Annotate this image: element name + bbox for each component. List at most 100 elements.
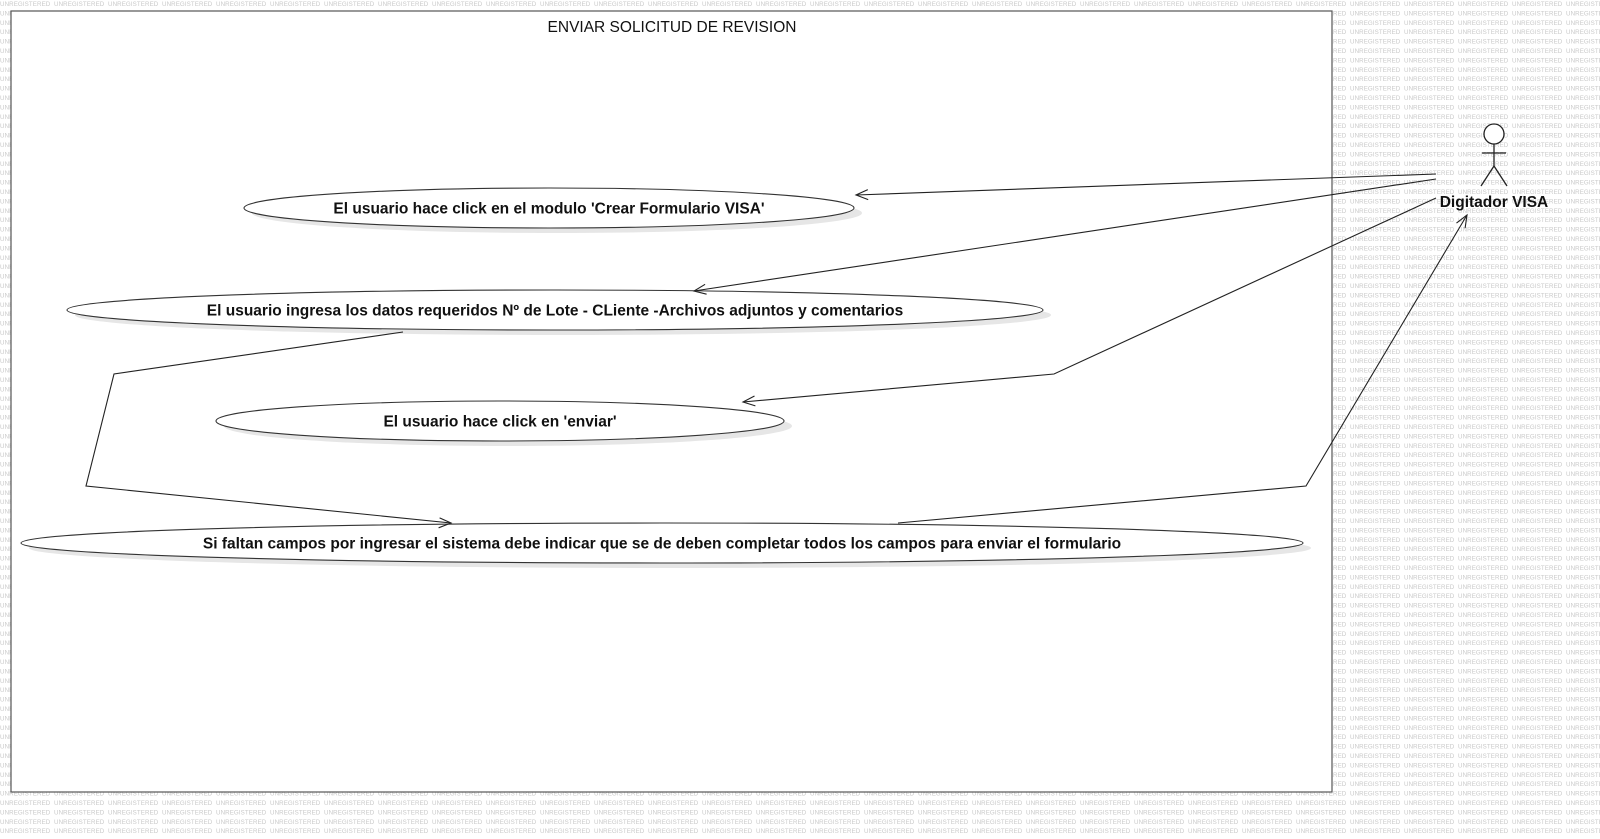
- association-actor-to-uc1[interactable]: [854, 173, 1437, 201]
- watermark-text: UNREGISTERED: [1512, 593, 1563, 600]
- watermark-text: UNREGISTERED: [1512, 170, 1563, 177]
- watermark-text: UNREGISTERED: [1404, 490, 1455, 497]
- association-uc4-to-actor[interactable]: [897, 213, 1468, 524]
- watermark-text: UNREGISTERED: [1566, 546, 1600, 553]
- watermark-text: UNREGISTERED: [270, 809, 321, 816]
- watermark-text: UNREGISTERED: [1566, 650, 1600, 657]
- watermark-text: UNREGISTERED: [1404, 396, 1455, 403]
- system-boundary[interactable]: [10, 10, 1333, 793]
- watermark-text: UNREGISTERED: [1404, 311, 1455, 318]
- watermark-text: UNREGISTERED: [1512, 20, 1563, 27]
- watermark-text: UNREGISTERED: [1350, 819, 1401, 826]
- watermark-text: UNREGISTERED: [324, 819, 375, 826]
- watermark-text: UNREGISTERED: [810, 809, 861, 816]
- watermark-text: UNREGISTERED: [1350, 668, 1401, 675]
- watermark-text: UNREGISTERED: [1512, 349, 1563, 356]
- watermark-text: UNREGISTERED: [1458, 1, 1509, 8]
- watermark-text: UNREGISTERED: [1350, 424, 1401, 431]
- watermark-text: UNREGISTERED: [1350, 734, 1401, 741]
- watermark-text: UNREGISTERED: [1350, 640, 1401, 647]
- watermark-text: UNREGISTERED: [1404, 330, 1455, 337]
- watermark-text: UNREGISTERED: [1404, 621, 1455, 628]
- watermark-text: UNREGISTERED: [1404, 142, 1455, 149]
- watermark-text: UNREGISTERED: [378, 828, 429, 835]
- watermark-text: UNREGISTERED: [1404, 509, 1455, 516]
- watermark-text: UNREGISTERED: [1566, 537, 1600, 544]
- watermark-text: UNREGISTERED: [1404, 744, 1455, 751]
- watermark-text: UNREGISTERED: [216, 819, 267, 826]
- watermark-text: UNREGISTERED: [1566, 161, 1600, 168]
- watermark-text: UNREGISTERED: [1512, 198, 1563, 205]
- watermark-text: UNREGISTERED: [702, 800, 753, 807]
- watermark-text: UNREGISTERED: [1350, 330, 1401, 337]
- watermark-text: UNREGISTERED: [1512, 527, 1563, 534]
- watermark-text: UNREGISTERED: [1566, 509, 1600, 516]
- watermark-text: UNREGISTERED: [1512, 133, 1563, 140]
- association-line: [85, 331, 452, 524]
- watermark-text: UNREGISTERED: [1458, 668, 1509, 675]
- watermark-text: UNREGISTERED: [1134, 828, 1185, 835]
- watermark-text: UNREGISTERED: [324, 791, 375, 798]
- watermark-text: UNREGISTERED: [1458, 396, 1509, 403]
- watermark-text: UNREGISTERED: [1134, 791, 1185, 798]
- arrowhead-icon: [741, 395, 756, 407]
- watermark-text: UNREGISTERED: [1512, 828, 1563, 835]
- watermark-text: UNREGISTERED: [1566, 386, 1600, 393]
- watermark-text: UNREGISTERED: [1512, 499, 1563, 506]
- watermark-text: UNREGISTERED: [1350, 20, 1401, 27]
- watermark-text: UNREGISTERED: [324, 809, 375, 816]
- watermark-text: UNREGISTERED: [756, 791, 807, 798]
- watermark-text: UNREGISTERED: [864, 800, 915, 807]
- watermark-text: UNREGISTERED: [1512, 377, 1563, 384]
- watermark-text: UNREGISTERED: [1404, 527, 1455, 534]
- watermark-text: UNREGISTERED: [1566, 668, 1600, 675]
- watermark-text: UNREGISTERED: [1350, 217, 1401, 224]
- watermark-text: UNREGISTERED: [1566, 67, 1600, 74]
- watermark-text: UNREGISTERED: [1566, 725, 1600, 732]
- watermark-text: UNREGISTERED: [162, 828, 213, 835]
- watermark-text: UNREGISTERED: [378, 1, 429, 8]
- watermark-text: UNREGISTERED: [54, 1, 105, 8]
- watermark-text: UNREGISTERED: [1458, 104, 1509, 111]
- watermark-text: UNREGISTERED: [1404, 565, 1455, 572]
- actor-digitador-visa[interactable]: Digitador VISA: [1440, 123, 1549, 211]
- watermark-text: UNREGISTERED: [1458, 48, 1509, 55]
- watermark-text: UNREGISTERED: [324, 800, 375, 807]
- watermark-text: UNREGISTERED: [1404, 161, 1455, 168]
- watermark-text: UNREGISTERED: [1512, 819, 1563, 826]
- watermark-text: UNREGISTERED: [432, 828, 483, 835]
- watermark-text: UNREGISTERED: [1350, 255, 1401, 262]
- association-line: [742, 197, 1437, 403]
- use-case-crear-formulario[interactable]: El usuario hace click en el modulo 'Crea…: [243, 187, 862, 233]
- watermark-text: UNREGISTERED: [1458, 67, 1509, 74]
- watermark-text: UNREGISTERED: [1350, 339, 1401, 346]
- watermark-text: UNREGISTERED: [1350, 302, 1401, 309]
- association-actor-to-uc3[interactable]: [741, 197, 1437, 407]
- watermark-text: UNREGISTERED: [1458, 349, 1509, 356]
- watermark-text: UNREGISTERED: [1350, 593, 1401, 600]
- watermark-text: UNREGISTERED: [1404, 800, 1455, 807]
- watermark-text: UNREGISTERED: [1404, 386, 1455, 393]
- watermark-text: UNREGISTERED: [1512, 321, 1563, 328]
- watermark-text: UNREGISTERED: [1566, 462, 1600, 469]
- watermark-text: UNREGISTERED: [108, 800, 159, 807]
- use-case-validar-campos[interactable]: Si faltan campos por ingresar el sistema…: [20, 522, 1311, 568]
- watermark-text: UNREGISTERED: [1566, 405, 1600, 412]
- use-case-ingresa-datos[interactable]: El usuario ingresa los datos requeridos …: [66, 289, 1051, 335]
- watermark-text: UNREGISTERED: [1566, 791, 1600, 798]
- watermark-text: UNREGISTERED: [1350, 744, 1401, 751]
- use-case-click-enviar[interactable]: El usuario hace click en 'enviar': [215, 400, 792, 446]
- system-title: ENVIAR SOLICITUD DE REVISION: [548, 19, 797, 36]
- watermark-text: UNREGISTERED: [1458, 236, 1509, 243]
- watermark-text: UNREGISTERED: [1566, 377, 1600, 384]
- watermark-text: UNREGISTERED: [1458, 715, 1509, 722]
- association-actor-to-uc2[interactable]: [692, 178, 1437, 295]
- watermark-text: UNREGISTERED: [1512, 650, 1563, 657]
- watermark-text: UNREGISTERED: [1512, 330, 1563, 337]
- watermark-text: UNREGISTERED: [1350, 490, 1401, 497]
- association-uc2-to-uc4[interactable]: [85, 331, 453, 529]
- watermark-text: UNREGISTERED: [1458, 819, 1509, 826]
- watermark-text: UNREGISTERED: [1566, 255, 1600, 262]
- watermark-text: UNREGISTERED: [1134, 819, 1185, 826]
- watermark-text: UNREGISTERED: [1566, 621, 1600, 628]
